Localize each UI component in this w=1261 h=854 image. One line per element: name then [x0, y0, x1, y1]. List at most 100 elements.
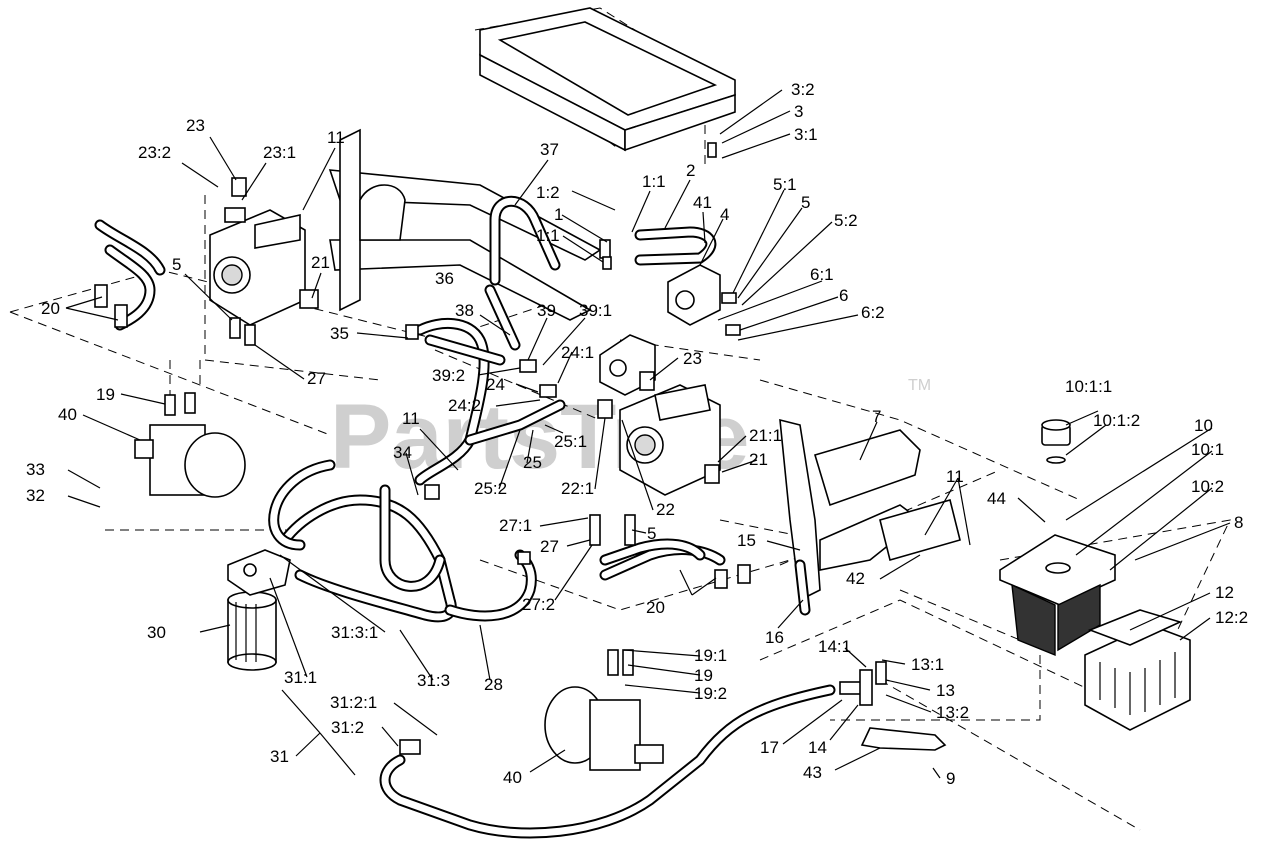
hydraulic-reservoir: [999, 534, 1116, 657]
callout-labels: 23 23:2 23:1 11 37 3:2 3 3:1 1:2 1:1 2 1…: [26, 80, 1248, 788]
reservoir-cap: [1041, 419, 1071, 464]
callout-7: 7: [872, 407, 881, 426]
callout-27-2: 27:2: [522, 595, 555, 614]
console-cover: [479, 7, 736, 152]
callout-34: 34: [393, 443, 412, 462]
small-fittings: [164, 142, 887, 755]
callout-32: 32: [26, 486, 45, 505]
charge-pump: [667, 264, 721, 326]
callout-39-2: 39:2: [432, 366, 465, 385]
callout-31-1: 31:1: [284, 668, 317, 687]
callout-14-1: 14:1: [818, 637, 851, 656]
hose-36: [414, 317, 490, 486]
callout-1-1-b: 1:1: [536, 226, 560, 245]
callout-37: 37: [540, 140, 559, 159]
callout-3-1: 3:1: [794, 125, 818, 144]
callout-36: 36: [435, 269, 454, 288]
bracket-43: [860, 727, 947, 751]
callout-31: 31: [270, 747, 289, 766]
callout-20: 20: [41, 299, 60, 318]
callout-22-1: 22:1: [561, 479, 594, 498]
callout-10: 10: [1194, 416, 1213, 435]
callout-39-1: 39:1: [579, 301, 612, 320]
mount-bracket-right: [779, 418, 961, 602]
callout-21: 21: [311, 253, 330, 272]
callout-25-1: 25:1: [554, 432, 587, 451]
callout-12: 12: [1215, 583, 1234, 602]
callout-5: 5: [801, 193, 810, 212]
callout-38: 38: [455, 301, 474, 320]
hose-2: [634, 226, 717, 266]
callout-6-1: 6:1: [810, 265, 834, 284]
callout-11: 11: [327, 128, 345, 147]
callout-23-1: 23:1: [263, 143, 296, 162]
callout-44: 44: [987, 489, 1006, 508]
callout-33: 33: [26, 460, 45, 479]
hose-left-upper: [268, 459, 446, 592]
callout-31-2: 31:2: [331, 718, 364, 737]
reservoir-shield: [1084, 609, 1191, 731]
callout-9: 9: [946, 769, 955, 788]
callout-40: 40: [58, 405, 77, 424]
hose-center: [424, 284, 521, 366]
callout-31-3-1: 31:3:1: [331, 623, 378, 642]
callout-10-2: 10:2: [1191, 477, 1224, 496]
callout-1: 1: [554, 205, 563, 224]
hose-16: [794, 559, 811, 616]
callout-6: 6: [839, 286, 848, 305]
callout-19: 19: [96, 385, 115, 404]
hose-37: [489, 195, 561, 286]
callout-19-1: 19:1: [694, 646, 727, 665]
wheel-motor-left: [134, 424, 246, 498]
hose-center-right: [464, 399, 566, 446]
callout-35: 35: [330, 324, 349, 343]
wheel-motor-bottom: [544, 686, 664, 771]
callout-19-2: 19:2: [694, 684, 727, 703]
callout-10-1-1: 10:1:1: [1065, 377, 1112, 396]
callout-43: 43: [803, 763, 822, 782]
callout-2: 2: [686, 161, 695, 180]
callout-4: 4: [720, 205, 729, 224]
callout-1-2: 1:2: [536, 183, 560, 202]
callout-11-c: 11: [946, 467, 964, 486]
tube-assembly-middle: [599, 538, 751, 589]
callout-39: 39: [537, 301, 556, 320]
frame-bracket-upper: [328, 128, 602, 321]
callout-27-b: 27: [540, 537, 559, 556]
callout-10-1-2: 10:1:2: [1093, 411, 1140, 430]
hydrostatic-pump-left: [209, 207, 306, 326]
callout-6-2: 6:2: [861, 303, 885, 322]
callout-19-mid: 19: [694, 666, 713, 685]
callout-1-1: 1:1: [642, 172, 666, 191]
tube-assembly-left: [94, 219, 166, 331]
callout-27-1: 27:1: [499, 516, 532, 535]
tee-fitting: [839, 669, 873, 706]
callout-23: 23: [186, 116, 205, 135]
callout-5-1: 5:1: [773, 175, 797, 194]
callout-21-b: 21: [749, 450, 768, 469]
hydrostatic-pump-right: [619, 384, 721, 496]
callout-8: 8: [1234, 513, 1243, 532]
hose-31-3: [279, 494, 457, 623]
callout-10-1: 10:1: [1191, 440, 1224, 459]
callout-40-bottom: 40: [503, 768, 522, 787]
callout-3: 3: [794, 102, 803, 121]
hose-31-long: [379, 684, 836, 839]
callout-41: 41: [693, 193, 712, 212]
callout-13-2: 13:2: [936, 703, 969, 722]
callout-14: 14: [808, 738, 827, 757]
callout-11-b: 11: [402, 409, 420, 428]
callout-23-2: 23:2: [138, 143, 171, 162]
callout-20-mid: 20: [646, 598, 665, 617]
callout-24-1: 24:1: [561, 343, 594, 362]
callout-3-2: 3:2: [791, 80, 815, 99]
callout-30: 30: [147, 623, 166, 642]
callout-5-left: 5: [172, 255, 181, 274]
callout-13-1: 13:1: [911, 655, 944, 674]
callout-15: 15: [737, 531, 756, 550]
oil-filter: [227, 591, 277, 671]
callout-31-2-1: 31:2:1: [330, 693, 377, 712]
callout-5-mid: 5: [647, 524, 656, 543]
callout-16: 16: [765, 628, 784, 647]
